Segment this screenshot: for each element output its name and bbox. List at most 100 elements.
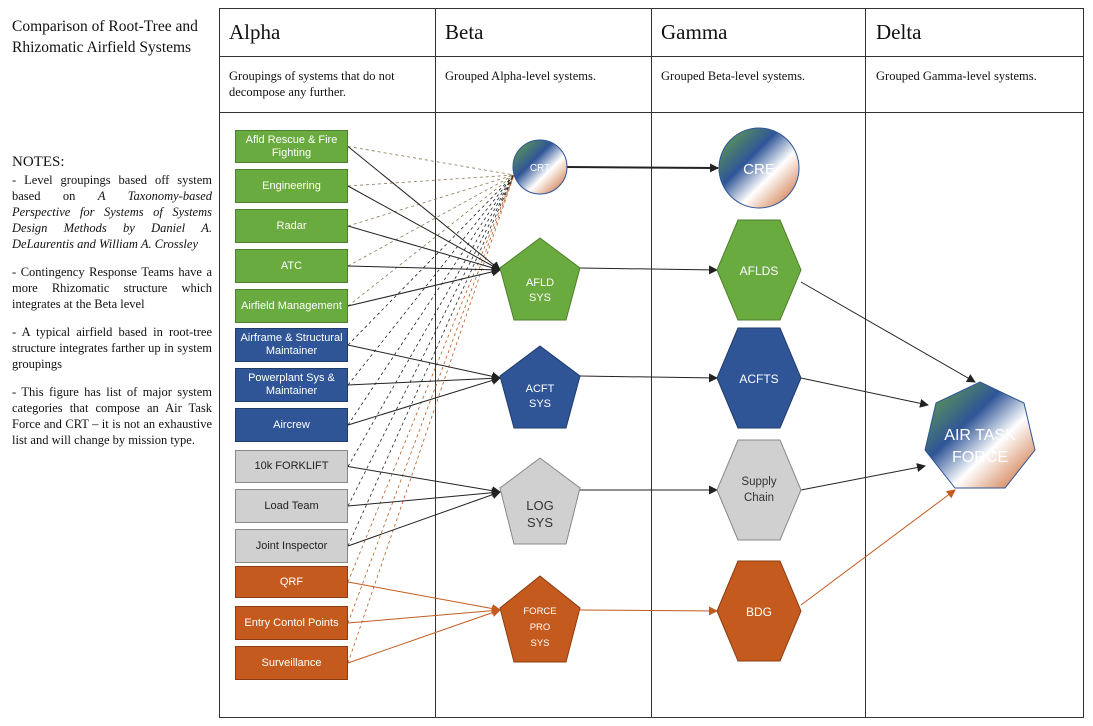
log-sys-pentagon <box>499 457 581 545</box>
cre-label: CRE <box>743 161 775 178</box>
force-pro-sys-label-1: FORCE <box>523 606 556 617</box>
acfts-to-atf-link <box>800 377 929 408</box>
afld-to-aflds-link <box>579 265 718 275</box>
bdg-label: BDG <box>746 605 772 619</box>
alpha-box-2: Radar <box>235 209 348 243</box>
grid-col-gamma <box>651 8 652 718</box>
crt-dashed-link-11 <box>347 174 515 583</box>
notes-panel: NOTES: - Level groupings based off syste… <box>12 154 212 460</box>
alpha-box-8: 10k FORKLIFT <box>235 450 348 483</box>
log-link-9 <box>347 488 501 507</box>
grid-right <box>1083 8 1084 718</box>
connector-layer <box>347 146 976 664</box>
force-link-11 <box>347 581 501 613</box>
afld-link-4 <box>347 267 501 307</box>
shape-layer: CRT AFLD SYS ACFT SYS LOG SYS FORCE PRO … <box>499 127 1036 663</box>
cre-circle <box>718 127 800 209</box>
col-header-beta: Beta <box>445 20 484 44</box>
alpha-box-13: Surveillance <box>235 646 348 680</box>
crt-dashed-link-12 <box>347 174 515 624</box>
log-link-10 <box>347 490 501 547</box>
acft-sys-label-1: ACFT <box>526 383 555 395</box>
aflds-label: AFLDS <box>740 264 779 278</box>
afld-sys-label-1: AFLD <box>526 277 554 289</box>
crt-dashed-link-2 <box>347 174 515 227</box>
crt-to-cre-link <box>566 163 719 173</box>
force-pro-sys-label-3: SYS <box>530 638 549 649</box>
air-task-force-label-1: AIR TASK <box>944 427 1016 444</box>
supply-chain-hexagon <box>716 439 802 541</box>
aflds-hexagon <box>716 219 802 321</box>
note-1-citation: A Taxonomy-based Perspective for Systems… <box>12 189 212 251</box>
alpha-box-9: Load Team <box>235 489 348 523</box>
aflds-to-atf-link <box>800 281 976 383</box>
col-desc-gamma: Grouped Beta-level systems. <box>661 69 806 83</box>
crt-dashed-link-13 <box>347 174 515 664</box>
air-task-force-label-2: FORCE <box>952 449 1008 466</box>
acft-sys-label-2: SYS <box>529 398 551 410</box>
force-pro-sys-label-2: PRO <box>530 622 551 633</box>
bdg-hexagon <box>716 560 802 662</box>
grid-col-alpha <box>219 8 220 718</box>
alpha-box-7: Aircrew <box>235 408 348 442</box>
acft-link-6 <box>347 373 501 386</box>
alpha-box-4: Airfield Management <box>235 289 348 323</box>
crt-dashed-link-3 <box>347 174 515 267</box>
acfts-hexagon <box>716 327 802 429</box>
air-task-force-heptagon <box>924 381 1036 489</box>
supply-chain-label-1: Supply <box>741 476 776 488</box>
log-sys-label-1: LOG <box>526 498 553 513</box>
afld-link-0 <box>347 146 501 271</box>
crt-dashed-link-0 <box>347 146 515 176</box>
diagram-title: Comparison of Root-Tree and Rhizomatic A… <box>12 18 198 56</box>
force-link-13 <box>347 608 501 664</box>
alpha-box-5: Airframe & Structural Maintainer <box>235 328 348 362</box>
alpha-box-10: Joint Inspector <box>235 529 348 563</box>
crt-dashed-link-9 <box>347 174 515 507</box>
notes-heading: NOTES: <box>12 154 65 170</box>
crt-circle <box>512 139 568 195</box>
acfts-label: ACFTS <box>739 372 778 386</box>
crt-dashed-link-10 <box>347 174 515 547</box>
alpha-box-11: QRF <box>235 566 348 598</box>
supply-chain-label-2: Chain <box>744 492 774 504</box>
crt-dashed-link-4 <box>347 174 515 307</box>
alpha-box-6: Powerplant Sys & Maintainer <box>235 368 348 402</box>
afld-sys-pentagon <box>499 237 581 321</box>
note-1: - Level groupings based off system based… <box>12 172 212 252</box>
col-desc-delta: Grouped Gamma-level systems. <box>876 69 1037 83</box>
alpha-box-12: Entry Contol Points <box>235 606 348 640</box>
force-pro-sys-pentagon <box>499 575 581 663</box>
bdg-to-atf-link <box>800 489 956 606</box>
col-header-gamma: Gamma <box>661 20 728 44</box>
log-sys-label-2: SYS <box>527 515 553 530</box>
note-2: - Contingency Response Teams have a more… <box>12 265 212 311</box>
col-header-alpha: Alpha <box>229 20 281 44</box>
grid-col-beta <box>435 8 436 718</box>
crt-dashed-link-6 <box>347 174 515 386</box>
crt-label: CRT <box>530 163 550 174</box>
crt-dashed-link-5 <box>347 174 515 346</box>
acft-sys-pentagon <box>499 345 581 429</box>
force-to-bdg-link <box>579 606 718 616</box>
afld-link-1 <box>347 185 501 271</box>
afld-link-3 <box>347 265 501 275</box>
crt-dashed-link-8 <box>347 174 515 467</box>
alpha-box-3: ATC <box>235 249 348 283</box>
acft-link-5 <box>347 344 501 381</box>
col-desc-alpha: Groupings of systems that do not decompo… <box>229 69 395 99</box>
log-link-8 <box>347 466 501 496</box>
crt-dashed-link-1 <box>347 174 515 187</box>
acft-link-7 <box>347 376 501 426</box>
acft-to-acfts-link <box>579 373 718 383</box>
alpha-box-1: Engineering <box>235 169 348 203</box>
note-1-text: - Level groupings based off system based… <box>12 173 212 203</box>
alpha-box-0: Afld Rescue & Fire Fighting <box>235 130 348 163</box>
note-3: - A typical airfield based in root-tree … <box>12 325 212 371</box>
supply-to-atf-link <box>800 463 926 491</box>
col-desc-beta: Grouped Alpha-level systems. <box>445 69 597 83</box>
col-header-delta: Delta <box>876 20 922 44</box>
afld-sys-label-2: SYS <box>529 292 551 304</box>
